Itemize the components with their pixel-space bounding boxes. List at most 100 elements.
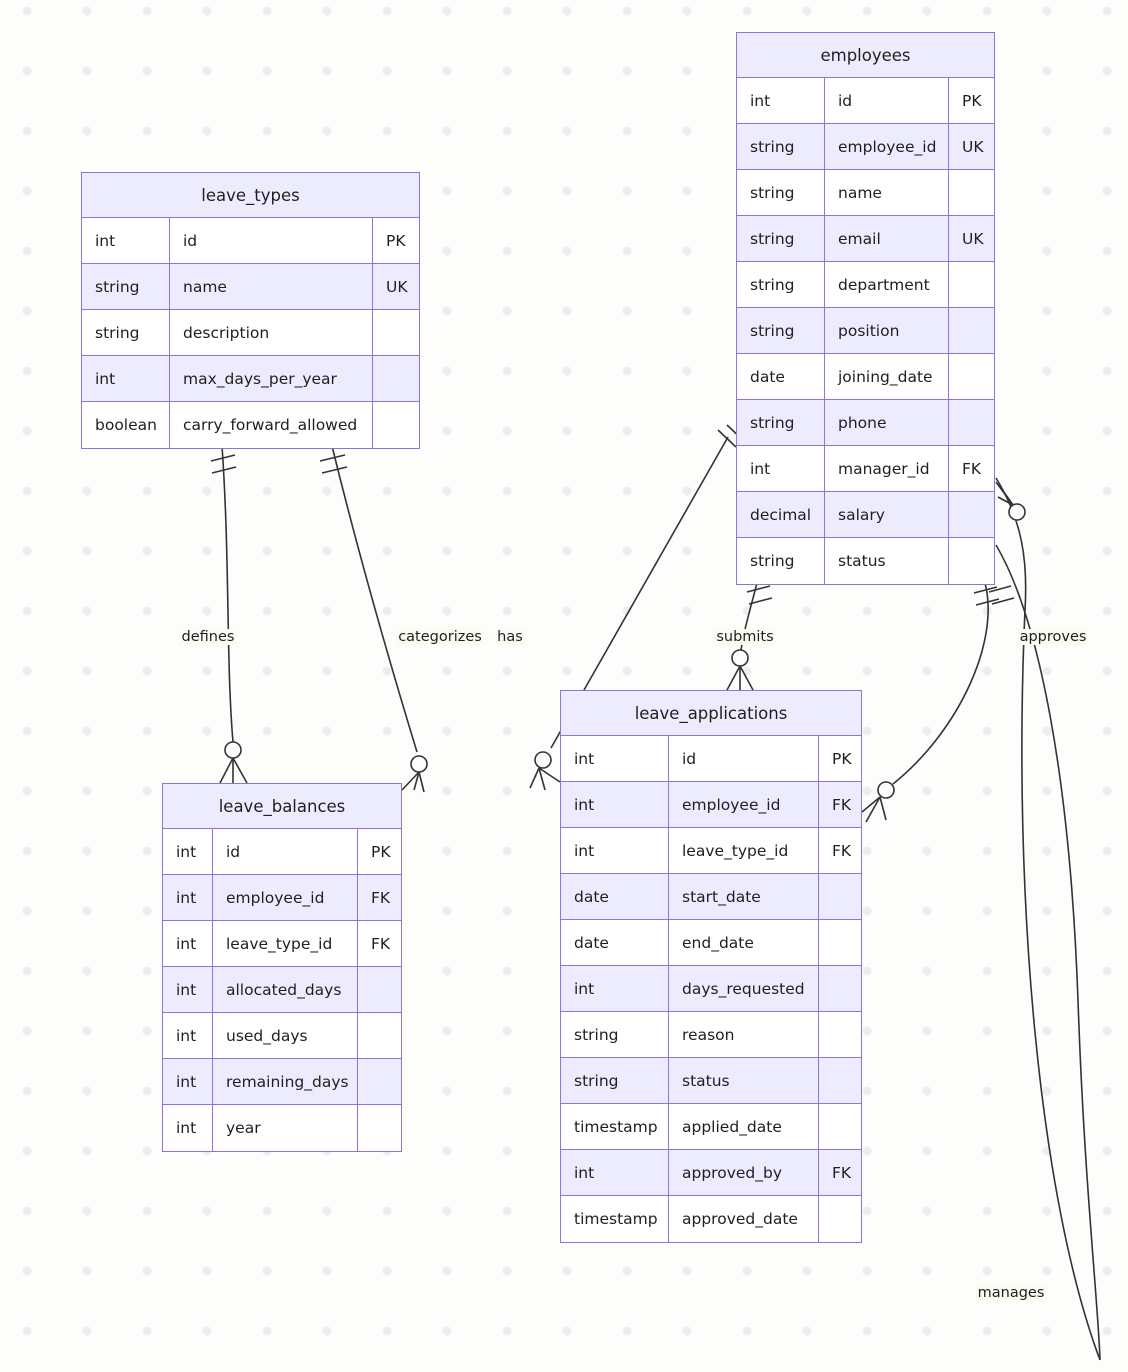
relationship-manages xyxy=(988,477,1101,1361)
field-key xyxy=(819,874,860,919)
field-name: id xyxy=(170,218,373,263)
field-type: date xyxy=(737,354,825,399)
table-row: int id PK xyxy=(561,736,861,782)
field-type: int xyxy=(737,78,825,123)
field-name: description xyxy=(170,310,373,355)
relationship-label-has: has xyxy=(495,629,525,645)
relationship-label-approves: approves xyxy=(1017,629,1089,645)
field-name: remaining_days xyxy=(213,1059,358,1104)
field-type: decimal xyxy=(737,492,825,537)
field-key xyxy=(949,400,994,445)
table-row: date start_date xyxy=(561,874,861,920)
field-key: FK xyxy=(371,934,391,953)
field-name: id xyxy=(825,78,949,123)
field-name: employee_id xyxy=(213,875,358,920)
table-row: int id PK xyxy=(163,829,401,875)
table-row: string employee_id UK xyxy=(737,124,994,170)
field-type: int xyxy=(561,1150,669,1195)
field-key xyxy=(949,170,994,215)
table-row: string phone xyxy=(737,400,994,446)
field-name: approved_date xyxy=(669,1196,819,1242)
table-row: int allocated_days xyxy=(163,967,401,1013)
field-type: int xyxy=(163,1059,213,1104)
table-row: int leave_type_id FK xyxy=(561,828,861,874)
table-row: int used_days xyxy=(163,1013,401,1059)
field-key xyxy=(949,492,994,537)
table-row: string email UK xyxy=(737,216,994,262)
entity-title-leave-applications: leave_applications xyxy=(561,691,861,736)
table-row: int id PK xyxy=(737,78,994,124)
relationship-defines xyxy=(210,445,248,784)
field-key xyxy=(373,310,419,355)
field-type: int xyxy=(163,921,213,966)
relationship-categorizes xyxy=(319,445,428,793)
field-key: FK xyxy=(962,459,982,478)
table-row: string department xyxy=(737,262,994,308)
table-row: string reason xyxy=(561,1012,861,1058)
field-name: max_days_per_year xyxy=(170,356,373,401)
field-key: PK xyxy=(386,231,406,250)
field-name: department xyxy=(825,262,949,307)
table-row: int max_days_per_year xyxy=(82,356,419,402)
field-name: employee_id xyxy=(825,124,949,169)
field-key xyxy=(373,402,419,448)
field-key: PK xyxy=(962,91,982,110)
table-row: string description xyxy=(82,310,419,356)
entity-leave-balances[interactable]: leave_balances int id PK int employee_id… xyxy=(162,783,402,1152)
field-type: string xyxy=(561,1058,669,1103)
field-name: allocated_days xyxy=(213,967,358,1012)
relationship-label-submits: submits xyxy=(714,629,776,645)
field-name: phone xyxy=(825,400,949,445)
field-name: id xyxy=(669,736,819,781)
field-name: status xyxy=(825,538,949,584)
field-name: id xyxy=(213,829,358,874)
field-key xyxy=(819,966,860,1011)
field-key xyxy=(819,1058,860,1103)
field-type: int xyxy=(561,782,669,827)
entity-leave-applications[interactable]: leave_applications int id PK int employe… xyxy=(560,690,862,1243)
field-key xyxy=(949,308,994,353)
field-key xyxy=(949,538,994,584)
table-row: timestamp applied_date xyxy=(561,1104,861,1150)
table-row: string name xyxy=(737,170,994,216)
field-type: int xyxy=(163,829,213,874)
field-type: string xyxy=(82,264,170,309)
field-name: salary xyxy=(825,492,949,537)
field-name: reason xyxy=(669,1012,819,1057)
field-name: employee_id xyxy=(669,782,819,827)
relationship-label-manages: manages xyxy=(975,1285,1047,1301)
field-type: date xyxy=(561,874,669,919)
table-row: timestamp approved_date xyxy=(561,1196,861,1242)
entity-leave-types[interactable]: leave_types int id PK string name UK str… xyxy=(81,172,420,449)
field-name: approved_by xyxy=(669,1150,819,1195)
field-name: year xyxy=(213,1105,358,1151)
field-name: name xyxy=(170,264,373,309)
field-key xyxy=(819,920,860,965)
field-type: string xyxy=(737,216,825,261)
table-row: int approved_by FK xyxy=(561,1150,861,1196)
field-type: string xyxy=(561,1012,669,1057)
field-type: int xyxy=(163,875,213,920)
field-key: PK xyxy=(832,749,852,768)
field-type: date xyxy=(561,920,669,965)
field-key: UK xyxy=(962,229,984,248)
table-row: int leave_type_id FK xyxy=(163,921,401,967)
relationship-approves xyxy=(861,582,1000,823)
field-name: leave_type_id xyxy=(669,828,819,873)
field-type: int xyxy=(561,966,669,1011)
table-row: date end_date xyxy=(561,920,861,966)
field-type: int xyxy=(163,1105,213,1151)
field-name: leave_type_id xyxy=(213,921,358,966)
field-key xyxy=(819,1196,860,1242)
field-name: start_date xyxy=(669,874,819,919)
field-key xyxy=(949,354,994,399)
field-type: int xyxy=(163,1013,213,1058)
table-row: string status xyxy=(737,538,994,584)
field-type: timestamp xyxy=(561,1196,669,1242)
entity-employees[interactable]: employees int id PK string employee_id U… xyxy=(736,32,995,585)
field-type: int xyxy=(82,218,170,263)
field-type: int xyxy=(561,828,669,873)
entity-title-employees: employees xyxy=(737,33,994,78)
field-name: days_requested xyxy=(669,966,819,1011)
field-type: int xyxy=(82,356,170,401)
